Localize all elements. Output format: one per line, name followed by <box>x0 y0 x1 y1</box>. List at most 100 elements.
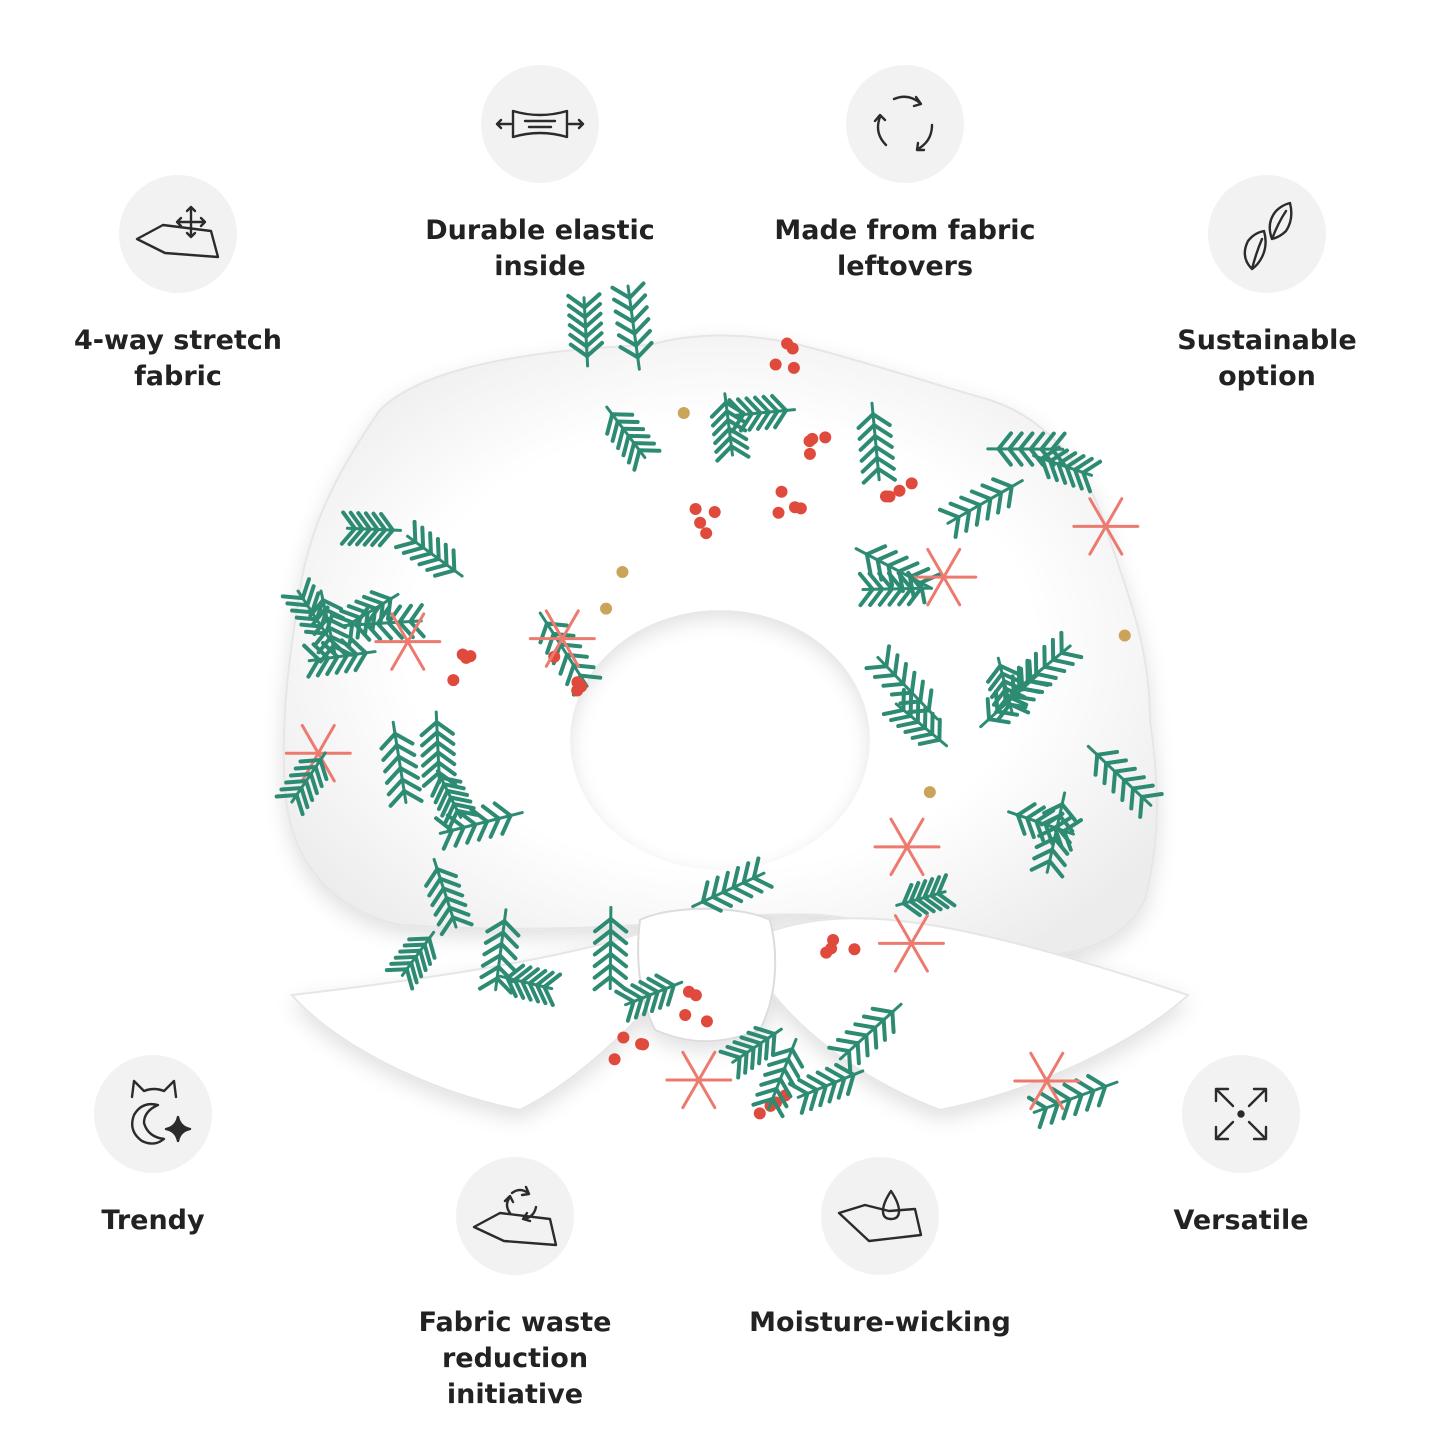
pine-needle <box>756 410 771 431</box>
pine-needle <box>886 555 909 568</box>
pine-needle <box>1073 467 1084 491</box>
gold-dot <box>1118 629 1131 642</box>
pine-needle <box>741 880 764 894</box>
pine-needle <box>290 608 315 615</box>
pine-needle <box>1050 847 1067 868</box>
pine-needle <box>502 919 521 938</box>
pine-needle <box>394 743 417 758</box>
pine-needle <box>711 409 730 428</box>
pine-needle <box>815 1070 838 1085</box>
pine-needle <box>747 410 763 432</box>
pine-needle <box>906 586 923 607</box>
gold-dot <box>616 566 629 579</box>
pine-needle <box>906 570 923 591</box>
pine-needle <box>948 501 972 514</box>
pine-needle <box>922 877 935 900</box>
snowflake-arm <box>390 612 410 644</box>
pine-needle <box>1017 685 1041 694</box>
pine-needle <box>731 885 754 899</box>
pine-needle <box>886 571 904 591</box>
pine-needle <box>440 795 453 818</box>
pine-needle <box>302 643 321 662</box>
pine-needle <box>311 642 331 661</box>
pine-needle <box>1139 792 1164 799</box>
pine-needle <box>434 816 454 833</box>
snowflake-arm <box>300 723 320 755</box>
pine-needle <box>1042 664 1067 674</box>
pine-needle <box>901 901 922 918</box>
pine-needle <box>929 875 942 898</box>
pine-needle <box>750 1046 756 1071</box>
pine-needle <box>483 930 505 945</box>
pine-needle <box>1111 769 1118 794</box>
pine-needle <box>384 766 403 785</box>
snowflake-arm <box>926 575 946 607</box>
pine-needle <box>937 507 961 520</box>
pine-needle <box>393 731 415 746</box>
pine-needle <box>419 720 439 738</box>
pine-needle <box>279 786 304 792</box>
pine-needle <box>827 1080 838 1104</box>
pine-needle <box>884 644 892 669</box>
berry <box>788 501 801 514</box>
pine-needle <box>1049 1101 1060 1125</box>
feature-waste-line-2: initiative <box>446 1379 584 1410</box>
pine-needle <box>1059 650 1084 660</box>
pine-needle <box>857 423 877 441</box>
pine-needle <box>666 983 676 1007</box>
feature-moisture: Moisture-wicking <box>730 1157 1030 1341</box>
pine-needle <box>605 412 615 436</box>
pine-needle <box>770 1031 777 1056</box>
pine-needle <box>433 568 457 578</box>
pine-needle <box>386 620 404 640</box>
pine-needle <box>1093 752 1100 777</box>
pine-needle <box>615 321 637 336</box>
snowflake-arm <box>681 1078 701 1110</box>
pine-needle <box>633 996 644 1020</box>
pine-needle <box>855 1041 861 1066</box>
pine-needle <box>444 896 468 908</box>
pine-needle <box>397 603 413 625</box>
berry <box>694 516 707 529</box>
pine-needle <box>713 426 732 446</box>
feature-elastic-line-1: Durable elastic <box>425 215 655 246</box>
pine-needle <box>608 940 629 957</box>
feature-trendy-line-1: Trendy <box>101 1205 205 1236</box>
pine-needle <box>370 527 388 547</box>
pine-needle <box>638 979 660 994</box>
pine-needle <box>654 973 676 988</box>
pine-needle <box>1037 1106 1049 1130</box>
pine-needle <box>404 967 415 991</box>
pine-needle <box>1129 786 1135 811</box>
pine-needle <box>425 562 449 572</box>
pine-needle <box>767 1057 791 1068</box>
pine-needle <box>929 893 950 910</box>
pine-needle <box>1025 816 1036 840</box>
pine-needle <box>377 528 395 548</box>
snowflake-arm <box>905 817 925 849</box>
pine-needle <box>739 1035 763 1046</box>
pine-needle <box>402 789 424 803</box>
snowflake-arm <box>544 637 564 668</box>
pine-needle <box>1138 794 1144 819</box>
pine-needle <box>875 549 898 562</box>
pine-needle <box>1047 858 1065 879</box>
snowflake-arm <box>1088 524 1108 556</box>
pine-needle <box>567 323 589 339</box>
pine-needle <box>901 661 908 686</box>
pine-needle <box>873 1025 879 1050</box>
pine-needle <box>889 713 913 723</box>
pine-needle <box>355 615 362 640</box>
pine-needle <box>300 577 311 601</box>
pine-needle <box>592 928 613 945</box>
pine-needle <box>427 876 443 898</box>
pine-needle <box>770 1096 785 1119</box>
pine-needle <box>339 638 359 657</box>
pine-needle <box>874 444 895 460</box>
pine-needle <box>396 754 419 769</box>
pine-needle <box>908 880 921 904</box>
pine-needle <box>618 345 640 360</box>
pine-needle <box>727 398 746 417</box>
